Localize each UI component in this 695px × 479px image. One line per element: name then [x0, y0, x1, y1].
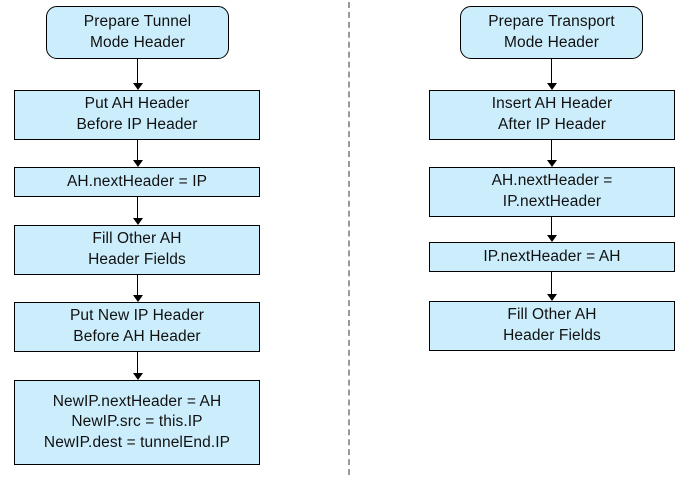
flow-arrow-icon — [132, 275, 143, 302]
arrow-head — [132, 83, 143, 90]
flow-node-label-line: Before AH Header — [73, 328, 201, 345]
flow-node-label-line: After IP Header — [497, 116, 607, 133]
flow-node-tunnel-step-3[interactable]: Fill Other AH Header Fields — [14, 225, 260, 275]
arrow-head — [132, 373, 143, 380]
flow-node-label-line: Mode Header — [503, 33, 600, 51]
arrow-shaft — [551, 272, 553, 296]
arrow-head — [132, 295, 143, 302]
flow-node-label-line: Put AH Header — [84, 95, 190, 113]
flow-node-label-line: NewIP.src = this.IP — [71, 413, 203, 431]
arrow-shaft — [137, 140, 139, 162]
flow-node-label-line: Fill Other AH — [507, 306, 597, 324]
flow-node-label-line: Mode Header — [89, 33, 186, 51]
flow-node-transport-step-4[interactable]: Fill Other AH Header Fields — [429, 301, 675, 351]
arrow-head — [546, 160, 557, 167]
arrow-head — [546, 294, 557, 301]
arrow-shaft — [137, 352, 139, 375]
flow-node-label-line: Header Fields — [503, 327, 601, 344]
flow-node-label-line: Insert AH Header — [491, 95, 613, 113]
arrow-shaft — [137, 275, 139, 297]
flow-node-label-line: NewIP.dest = tunnelEnd.IP — [43, 433, 231, 451]
flow-node-label-line: IP.nextHeader — [502, 193, 602, 210]
vertical-dashed-separator — [348, 2, 350, 475]
flow-node-label-line: Put New IP Header — [69, 307, 205, 325]
arrow-shaft — [551, 140, 553, 162]
flow-arrow-icon — [546, 59, 557, 90]
flow-node-label-line: Header Fields — [88, 251, 186, 268]
arrow-shaft — [137, 197, 139, 220]
flow-arrow-icon — [132, 59, 143, 90]
arrow-head — [546, 83, 557, 90]
arrow-shaft — [137, 59, 139, 85]
flow-node-label-line: Prepare Tunnel — [83, 12, 192, 30]
flow-node-label-line: Before IP Header — [76, 116, 198, 133]
flow-arrow-icon — [132, 352, 143, 380]
arrow-head — [132, 160, 143, 167]
arrow-shaft — [551, 217, 553, 237]
flow-node-label-line: Prepare Transport — [488, 12, 615, 30]
flow-arrow-icon — [132, 197, 143, 225]
flow-node-label-line: AH.nextHeader = — [491, 172, 613, 190]
flow-arrow-icon — [546, 272, 557, 301]
flow-node-label-line: Fill Other AH — [92, 230, 182, 248]
flow-node-label-line: IP.nextHeader = AH — [483, 247, 621, 265]
flow-arrow-icon — [132, 140, 143, 167]
flow-node-label-line: NewIP.nextHeader = AH — [52, 392, 222, 410]
flow-node-tunnel-step-5[interactable]: NewIP.nextHeader = AH NewIP.src = this.IP… — [14, 380, 260, 465]
flow-node-transport-step-3[interactable]: IP.nextHeader = AH — [429, 242, 675, 272]
arrow-head — [546, 235, 557, 242]
arrow-head — [132, 218, 143, 225]
flow-node-tunnel-step-2[interactable]: AH.nextHeader = IP — [14, 167, 260, 197]
flow-arrow-icon — [546, 217, 557, 242]
flow-node-label-line: AH.nextHeader = IP — [66, 172, 208, 190]
arrow-shaft — [551, 59, 553, 85]
flow-node-transport-step-2[interactable]: AH.nextHeader = IP.nextHeader — [429, 167, 675, 217]
flow-arrow-icon — [546, 140, 557, 167]
